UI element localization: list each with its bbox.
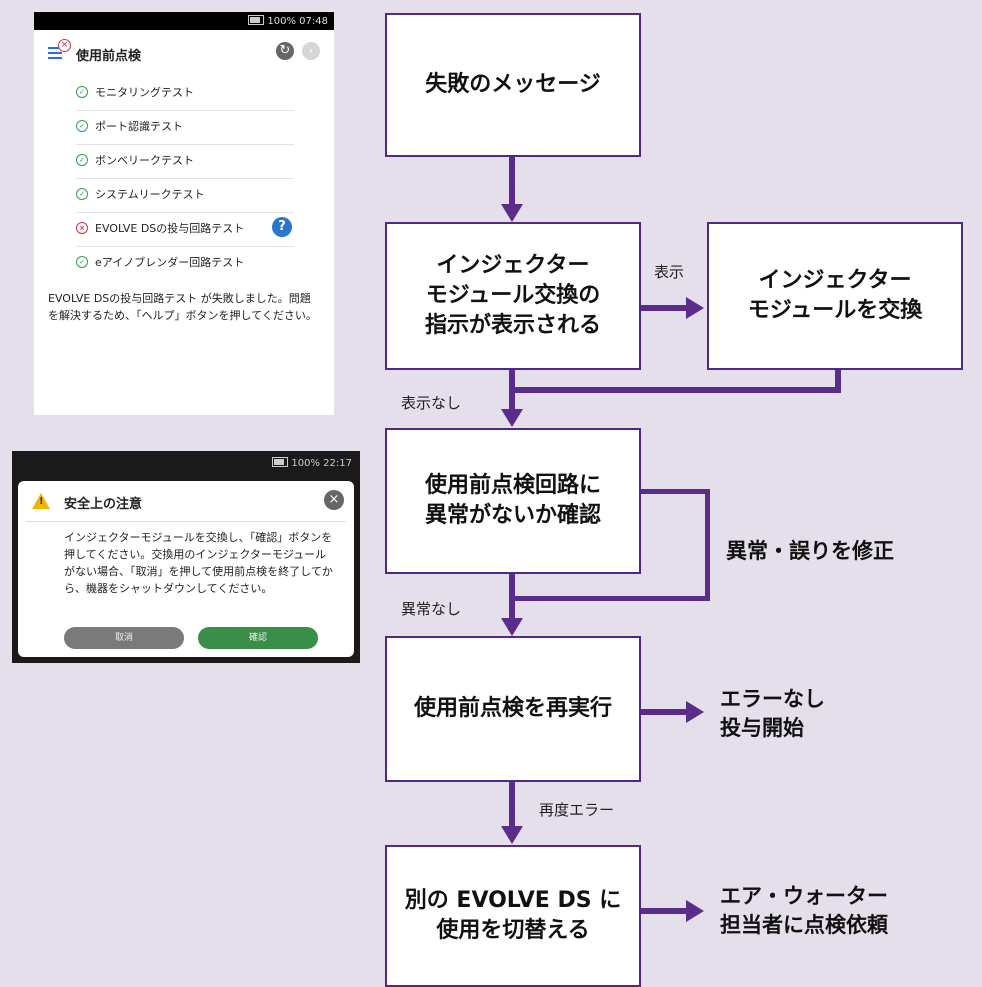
step-switch-device: 別の EVOLVE DS に 使用を切替える <box>385 845 641 987</box>
connector-line <box>835 370 841 392</box>
test-item-blender-circuit: ✓ eアイノブレンダー回路テスト <box>76 246 294 280</box>
help-icon[interactable]: ? <box>272 217 292 237</box>
safety-dialog: ! 安全上の注意 × インジェクターモジュールを交換し、「確認」ボタンを押してく… <box>18 481 354 657</box>
test-label: EVOLVE DSの投与回路テスト <box>95 222 245 235</box>
cancel-button[interactable]: 取消 <box>64 627 184 649</box>
dialog-body: インジェクターモジュールを交換し、「確認」ボタンを押してください。交換用のインジ… <box>64 531 333 595</box>
step-text: 別の EVOLVE DS に 使用を切替える <box>404 888 622 943</box>
warning-mark: ! <box>39 496 44 507</box>
screen-header: × 使用前点検 ↻ › <box>34 30 334 76</box>
close-icon[interactable]: × <box>324 490 344 510</box>
step-text: 失敗のメッセージ <box>425 72 601 97</box>
check-icon: ✓ <box>76 256 88 268</box>
confirm-button[interactable]: 確認 <box>198 627 318 649</box>
next-arrow-icon[interactable]: › <box>302 42 320 60</box>
step-replace-module: インジェクター モジュールを交換 <box>707 222 963 370</box>
connector-line <box>640 305 688 311</box>
step-rerun-check: 使用前点検を再実行 <box>385 636 641 782</box>
label-fix: 異常・誤りを修正 <box>726 539 894 563</box>
connector-line <box>509 596 710 601</box>
test-item-system-leak: ✓ システムリークテスト <box>76 178 294 213</box>
check-icon: ✓ <box>76 86 88 98</box>
check-icon: ✓ <box>76 120 88 132</box>
error-icon: × <box>76 222 88 234</box>
label-air-water: エア・ウォーター 担当者に点検依頼 <box>720 884 888 937</box>
screen-title: 使用前点検 <box>76 49 142 64</box>
connector-line <box>509 782 515 828</box>
battery-icon <box>272 457 289 467</box>
status-bar: 100% 07:48 <box>34 12 334 30</box>
connector-line <box>640 908 688 914</box>
check-icon: ✓ <box>76 188 88 200</box>
arrow-right <box>686 900 704 922</box>
label-no-error: エラーなし 投与開始 <box>720 687 825 740</box>
battery-icon <box>248 15 265 25</box>
label-error-again: 再度エラー <box>539 801 615 819</box>
test-item-monitoring: ✓ モニタリングテスト <box>76 76 294 111</box>
test-label: モニタリングテスト <box>95 86 194 99</box>
check-icon: ✓ <box>76 154 88 166</box>
divider <box>26 521 346 522</box>
step-text: 使用前点検を再実行 <box>413 696 612 721</box>
failure-message: EVOLVE DSの投与回路テスト が失敗しました。問題を解決するため、「ヘルプ… <box>48 292 317 322</box>
warning-icon <box>32 493 50 509</box>
label-no-abnormal: 異常なし <box>401 600 462 618</box>
checklist-icon <box>48 47 62 59</box>
arrow-right <box>686 701 704 723</box>
refresh-icon[interactable]: ↻ <box>276 42 294 60</box>
pre-use-check-screen: 100% 07:48 × 使用前点検 ↻ › ✓ モニタリングテスト ✓ ポート… <box>34 12 334 415</box>
dialog-title: 安全上の注意 <box>64 497 143 512</box>
test-item-port: ✓ ポート認識テスト <box>76 110 294 145</box>
status-bar: 100% 22:17 <box>269 457 352 469</box>
error-badge-icon: × <box>58 39 71 52</box>
step-text: インジェクター モジュール交換の 指示が表示される <box>424 253 601 338</box>
test-item-delivery-circuit: × EVOLVE DSの投与回路テスト ? <box>76 212 294 247</box>
arrow-down <box>501 826 523 844</box>
step-check-circuit: 使用前点検回路に 異常がないか確認 <box>385 428 641 574</box>
connector-line <box>509 574 515 623</box>
connector-line <box>640 489 710 494</box>
arrow-down <box>501 618 523 636</box>
arrow-right <box>686 297 704 319</box>
step-text: インジェクター モジュールを交換 <box>747 268 923 323</box>
step-failure-message: 失敗のメッセージ <box>385 13 641 157</box>
label-not-shown: 表示なし <box>401 394 462 412</box>
safety-notice-screen: 100% 22:17 ! 安全上の注意 × インジェクターモジュールを交換し、「… <box>12 451 360 663</box>
test-label: ボンベリークテスト <box>95 154 194 167</box>
arrow-down <box>501 204 523 222</box>
step-text: 使用前点検回路に 異常がないか確認 <box>424 473 601 528</box>
test-label: ポート認識テスト <box>95 120 183 133</box>
arrow-down <box>501 409 523 427</box>
test-label: システムリークテスト <box>95 188 205 201</box>
connector-line <box>705 489 710 599</box>
test-item-cylinder-leak: ✓ ボンベリークテスト <box>76 144 294 179</box>
status-text: 100% 07:48 <box>267 16 328 27</box>
connector-line <box>509 157 515 206</box>
test-label: eアイノブレンダー回路テスト <box>95 256 245 269</box>
status-text: 100% 22:17 <box>291 458 352 469</box>
step-replace-instruction: インジェクター モジュール交換の 指示が表示される <box>385 222 641 370</box>
label-shown: 表示 <box>654 263 685 281</box>
connector-line <box>509 387 841 393</box>
connector-line <box>640 709 688 715</box>
